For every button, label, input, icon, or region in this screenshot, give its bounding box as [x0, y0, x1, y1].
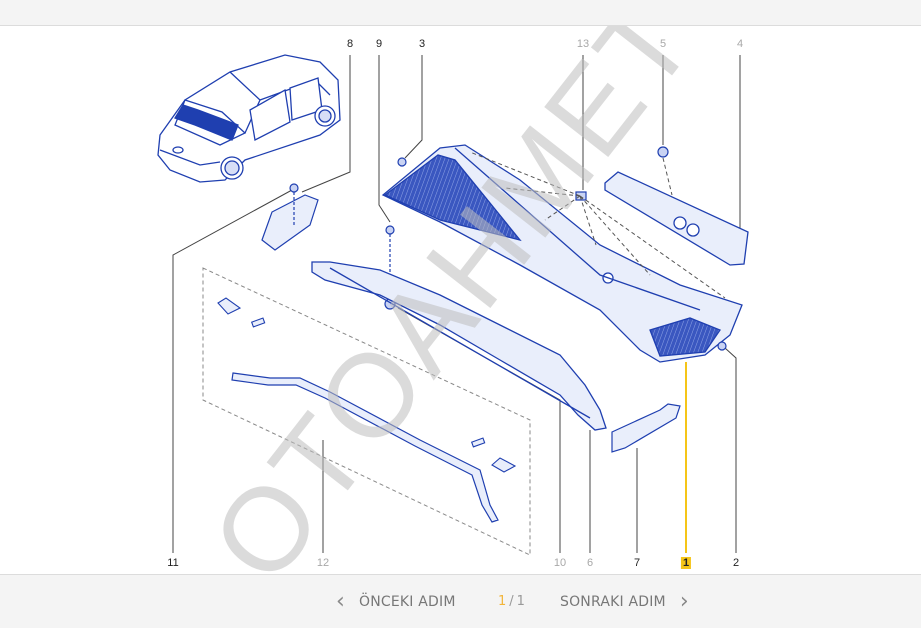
callout-9[interactable]: 9: [375, 38, 383, 50]
step-pager: 1 / 1: [498, 575, 525, 628]
callout-1-selected[interactable]: 1: [680, 557, 692, 569]
part-7-bracket: [611, 403, 681, 453]
callout-2[interactable]: 2: [732, 557, 740, 569]
part-8-bracket: [261, 183, 319, 251]
part-1-cowl-panel: [381, 144, 743, 363]
total-steps: 1: [516, 594, 525, 609]
callout-3[interactable]: 3: [418, 38, 426, 50]
parts-diagram: OTOAHMET 8 9 3 13 5 4 11 12 10 6 7 1 2: [0, 26, 921, 574]
part-4-cover: [604, 171, 749, 266]
chevron-left-icon: ‹: [336, 588, 345, 614]
previous-step-label: ÖNCEKI ADIM: [359, 593, 456, 610]
step-navigation-bar: ‹ ÖNCEKI ADIM 1 / 1 SONRAKI ADIM ›: [0, 574, 921, 628]
callout-13[interactable]: 13: [576, 38, 590, 50]
callout-7[interactable]: 7: [633, 557, 641, 569]
callout-8[interactable]: 8: [346, 38, 354, 50]
part-2-clip: [717, 341, 727, 351]
part-9-screw: [385, 225, 395, 235]
chevron-right-icon: ›: [679, 588, 689, 614]
next-step-button[interactable]: SONRAKI ADIM ›: [560, 575, 689, 628]
callout-4[interactable]: 4: [736, 38, 744, 50]
exploded-view-drawing: OTOAHMET: [157, 26, 749, 574]
pager-separator: /: [509, 594, 514, 609]
part-3-clip: [397, 157, 407, 167]
top-bar: [0, 0, 921, 26]
part-6-cowl-rail: [311, 261, 607, 431]
callout-6[interactable]: 6: [586, 557, 594, 569]
callout-11[interactable]: 11: [167, 557, 179, 569]
previous-step-button[interactable]: ‹ ÖNCEKI ADIM: [336, 575, 456, 628]
part-5-nut: [657, 146, 669, 158]
car-illustration: [157, 54, 341, 183]
callout-10[interactable]: 10: [553, 557, 567, 569]
next-step-label: SONRAKI ADIM: [560, 593, 666, 610]
part-12-seal-kit: [202, 267, 531, 556]
callout-12[interactable]: 12: [316, 557, 330, 569]
current-step: 1: [498, 594, 507, 609]
callout-5[interactable]: 5: [659, 38, 667, 50]
